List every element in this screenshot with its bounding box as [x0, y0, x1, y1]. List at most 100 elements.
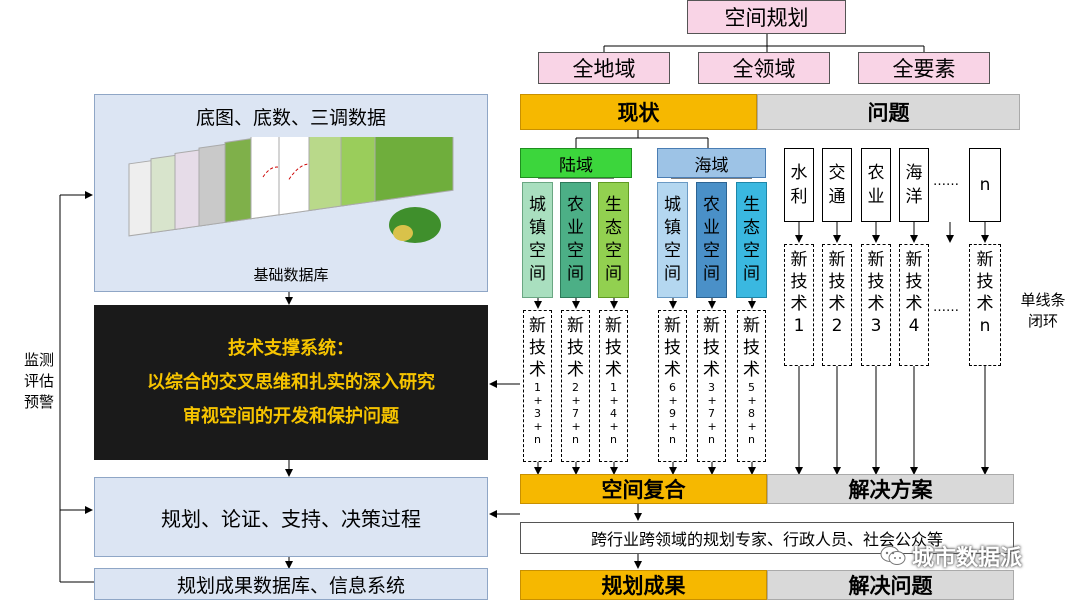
all-element-label: 全要素	[892, 57, 956, 81]
outcome-database-panel: 规划成果数据库、信息系统	[94, 568, 488, 600]
industry-tech-box-4: 新技术 4	[899, 244, 929, 366]
land-header-label: 陆域	[559, 155, 593, 176]
land-tech-box-3: 新技术 1+4+n	[599, 310, 628, 462]
planning-process-label: 规划、论证、支持、决策过程	[161, 506, 421, 531]
industry-tech-ellipsis: ……	[933, 300, 959, 315]
tech-support-line2: 审视空间的开发和保护问题	[183, 405, 399, 427]
all-element-box: 全要素	[858, 52, 990, 84]
tech-combo: 3+7+n	[707, 381, 717, 446]
tech-support-line1: 以综合的交叉思维和扎实的深入研究	[147, 371, 435, 393]
all-territory-label: 全地域	[572, 57, 636, 81]
industry-n-label: n	[979, 175, 991, 195]
sea-agriculture-space: 农业空间	[696, 182, 727, 298]
industry-tech-box-n: 新技术 n	[969, 244, 1001, 366]
wechat-icon	[880, 545, 906, 567]
base-database-title: 底图、底数、三调数据	[195, 107, 386, 129]
tech-word: 新技术	[529, 316, 546, 380]
land-ecology-space: 生态空间	[598, 182, 629, 298]
watermark: 城市数据派	[880, 540, 1022, 572]
tech-combo: 6+9+n	[668, 381, 678, 446]
land-tech-box-1: 新技术 1+3+n	[523, 310, 552, 462]
tech-word: 新技术	[605, 316, 622, 380]
spatial-planning-label: 空间规划	[724, 6, 809, 30]
base-database-panel: 底图、底数、三调数据 基础数据库	[94, 94, 488, 292]
spatial-planning-box: 空间规划	[687, 0, 846, 34]
map-stack-image	[128, 137, 454, 243]
industry-ocean: 海洋	[899, 148, 929, 222]
problem-label: 问题	[867, 101, 910, 125]
sea-ecology-space-label: 生态空间	[743, 195, 760, 284]
tech-word: 新技术	[905, 250, 923, 314]
outcome-database-label: 规划成果数据库、信息系统	[176, 574, 405, 597]
land-ecology-space-label: 生态空间	[605, 195, 622, 284]
sea-tech-box-1: 新技术 6+9+n	[658, 310, 687, 462]
current-status-box: 现状	[520, 94, 757, 130]
industry-transport: 交通	[822, 148, 852, 222]
solve-problem-box: 解决问题	[767, 570, 1014, 600]
watermark-label: 城市数据派	[912, 546, 1023, 571]
industry-ellipsis: ……	[933, 174, 959, 189]
tech-word: 新技术	[743, 316, 760, 380]
all-territory-box: 全地域	[538, 52, 670, 84]
land-agriculture-space: 农业空间	[560, 182, 591, 298]
space-composite-box: 空间复合	[520, 474, 767, 504]
all-domain-label: 全领域	[732, 57, 796, 81]
industry-tech-box-1: 新技术 1	[784, 244, 814, 366]
sea-agriculture-space-label: 农业空间	[703, 195, 720, 284]
land-urban-space: 城镇空间	[522, 182, 553, 298]
sea-urban-space: 城镇空间	[657, 182, 688, 298]
industry-water: 水利	[784, 148, 814, 222]
industry-ocean-label: 海洋	[905, 163, 923, 207]
sea-tech-box-2: 新技术 3+7+n	[697, 310, 726, 462]
land-header: 陆域	[520, 148, 632, 178]
tech-index: 1	[793, 316, 805, 336]
experts-box: 跨行业跨领域的规划专家、行政人员、社会公众等	[520, 522, 1014, 554]
sea-urban-space-label: 城镇空间	[664, 195, 681, 284]
industry-tech-box-3: 新技术 3	[861, 244, 891, 366]
tech-word: 新技术	[567, 316, 584, 380]
tech-index: 3	[870, 316, 882, 336]
space-composite-label: 空间复合	[601, 478, 686, 502]
planning-result-label: 规划成果	[601, 574, 686, 598]
planning-result-box: 规划成果	[520, 570, 767, 600]
tech-index: 2	[831, 316, 843, 336]
sea-header: 海域	[657, 148, 766, 178]
industry-n: n	[969, 148, 1001, 222]
industry-tech-box-2: 新技术 2	[822, 244, 852, 366]
tech-word: 新技术	[976, 250, 994, 314]
solution-label: 解决方案	[848, 478, 933, 502]
industry-agriculture-label: 农业	[867, 163, 885, 207]
industry-water-label: 水利	[790, 163, 808, 207]
tech-index: 4	[908, 316, 920, 336]
tech-word: 新技术	[664, 316, 681, 380]
tech-word: 新技术	[828, 250, 846, 314]
current-status-label: 现状	[617, 101, 660, 125]
sea-tech-box-3: 新技术 5+8+n	[737, 310, 766, 462]
tech-support-title: 技术支撑系统：	[228, 337, 354, 359]
tech-combo: 1+4+n	[609, 381, 619, 446]
base-database-caption: 基础数据库	[253, 266, 329, 284]
industry-agriculture: 农业	[861, 148, 891, 222]
tech-word: 新技术	[867, 250, 885, 314]
industry-transport-label: 交通	[828, 163, 846, 207]
monitor-label: 监测评估预警	[20, 350, 58, 413]
land-agriculture-space-label: 农业空间	[567, 195, 584, 284]
tech-combo: 2+7+n	[571, 381, 581, 446]
sea-header-label: 海域	[694, 155, 729, 176]
tech-word: 新技术	[790, 250, 808, 314]
single-line-loop-label: 单线条闭环	[1020, 291, 1066, 330]
solution-box: 解决方案	[767, 474, 1014, 504]
sea-ecology-space: 生态空间	[736, 182, 767, 298]
land-urban-space-label: 城镇空间	[529, 195, 546, 284]
tech-support-panel: 技术支撑系统： 以综合的交叉思维和扎实的深入研究 审视空间的开发和保护问题	[94, 305, 488, 460]
tech-word: 新技术	[703, 316, 720, 380]
planning-process-panel: 规划、论证、支持、决策过程	[94, 477, 488, 557]
all-domain-box: 全领域	[698, 52, 830, 84]
tech-combo: 5+8+n	[747, 381, 757, 446]
land-tech-box-2: 新技术 2+7+n	[561, 310, 590, 462]
experts-label: 跨行业跨领域的规划专家、行政人员、社会公众等	[590, 530, 943, 549]
tech-combo: 1+3+n	[533, 381, 543, 446]
tech-index: n	[979, 316, 991, 336]
solve-problem-label: 解决问题	[848, 574, 933, 598]
